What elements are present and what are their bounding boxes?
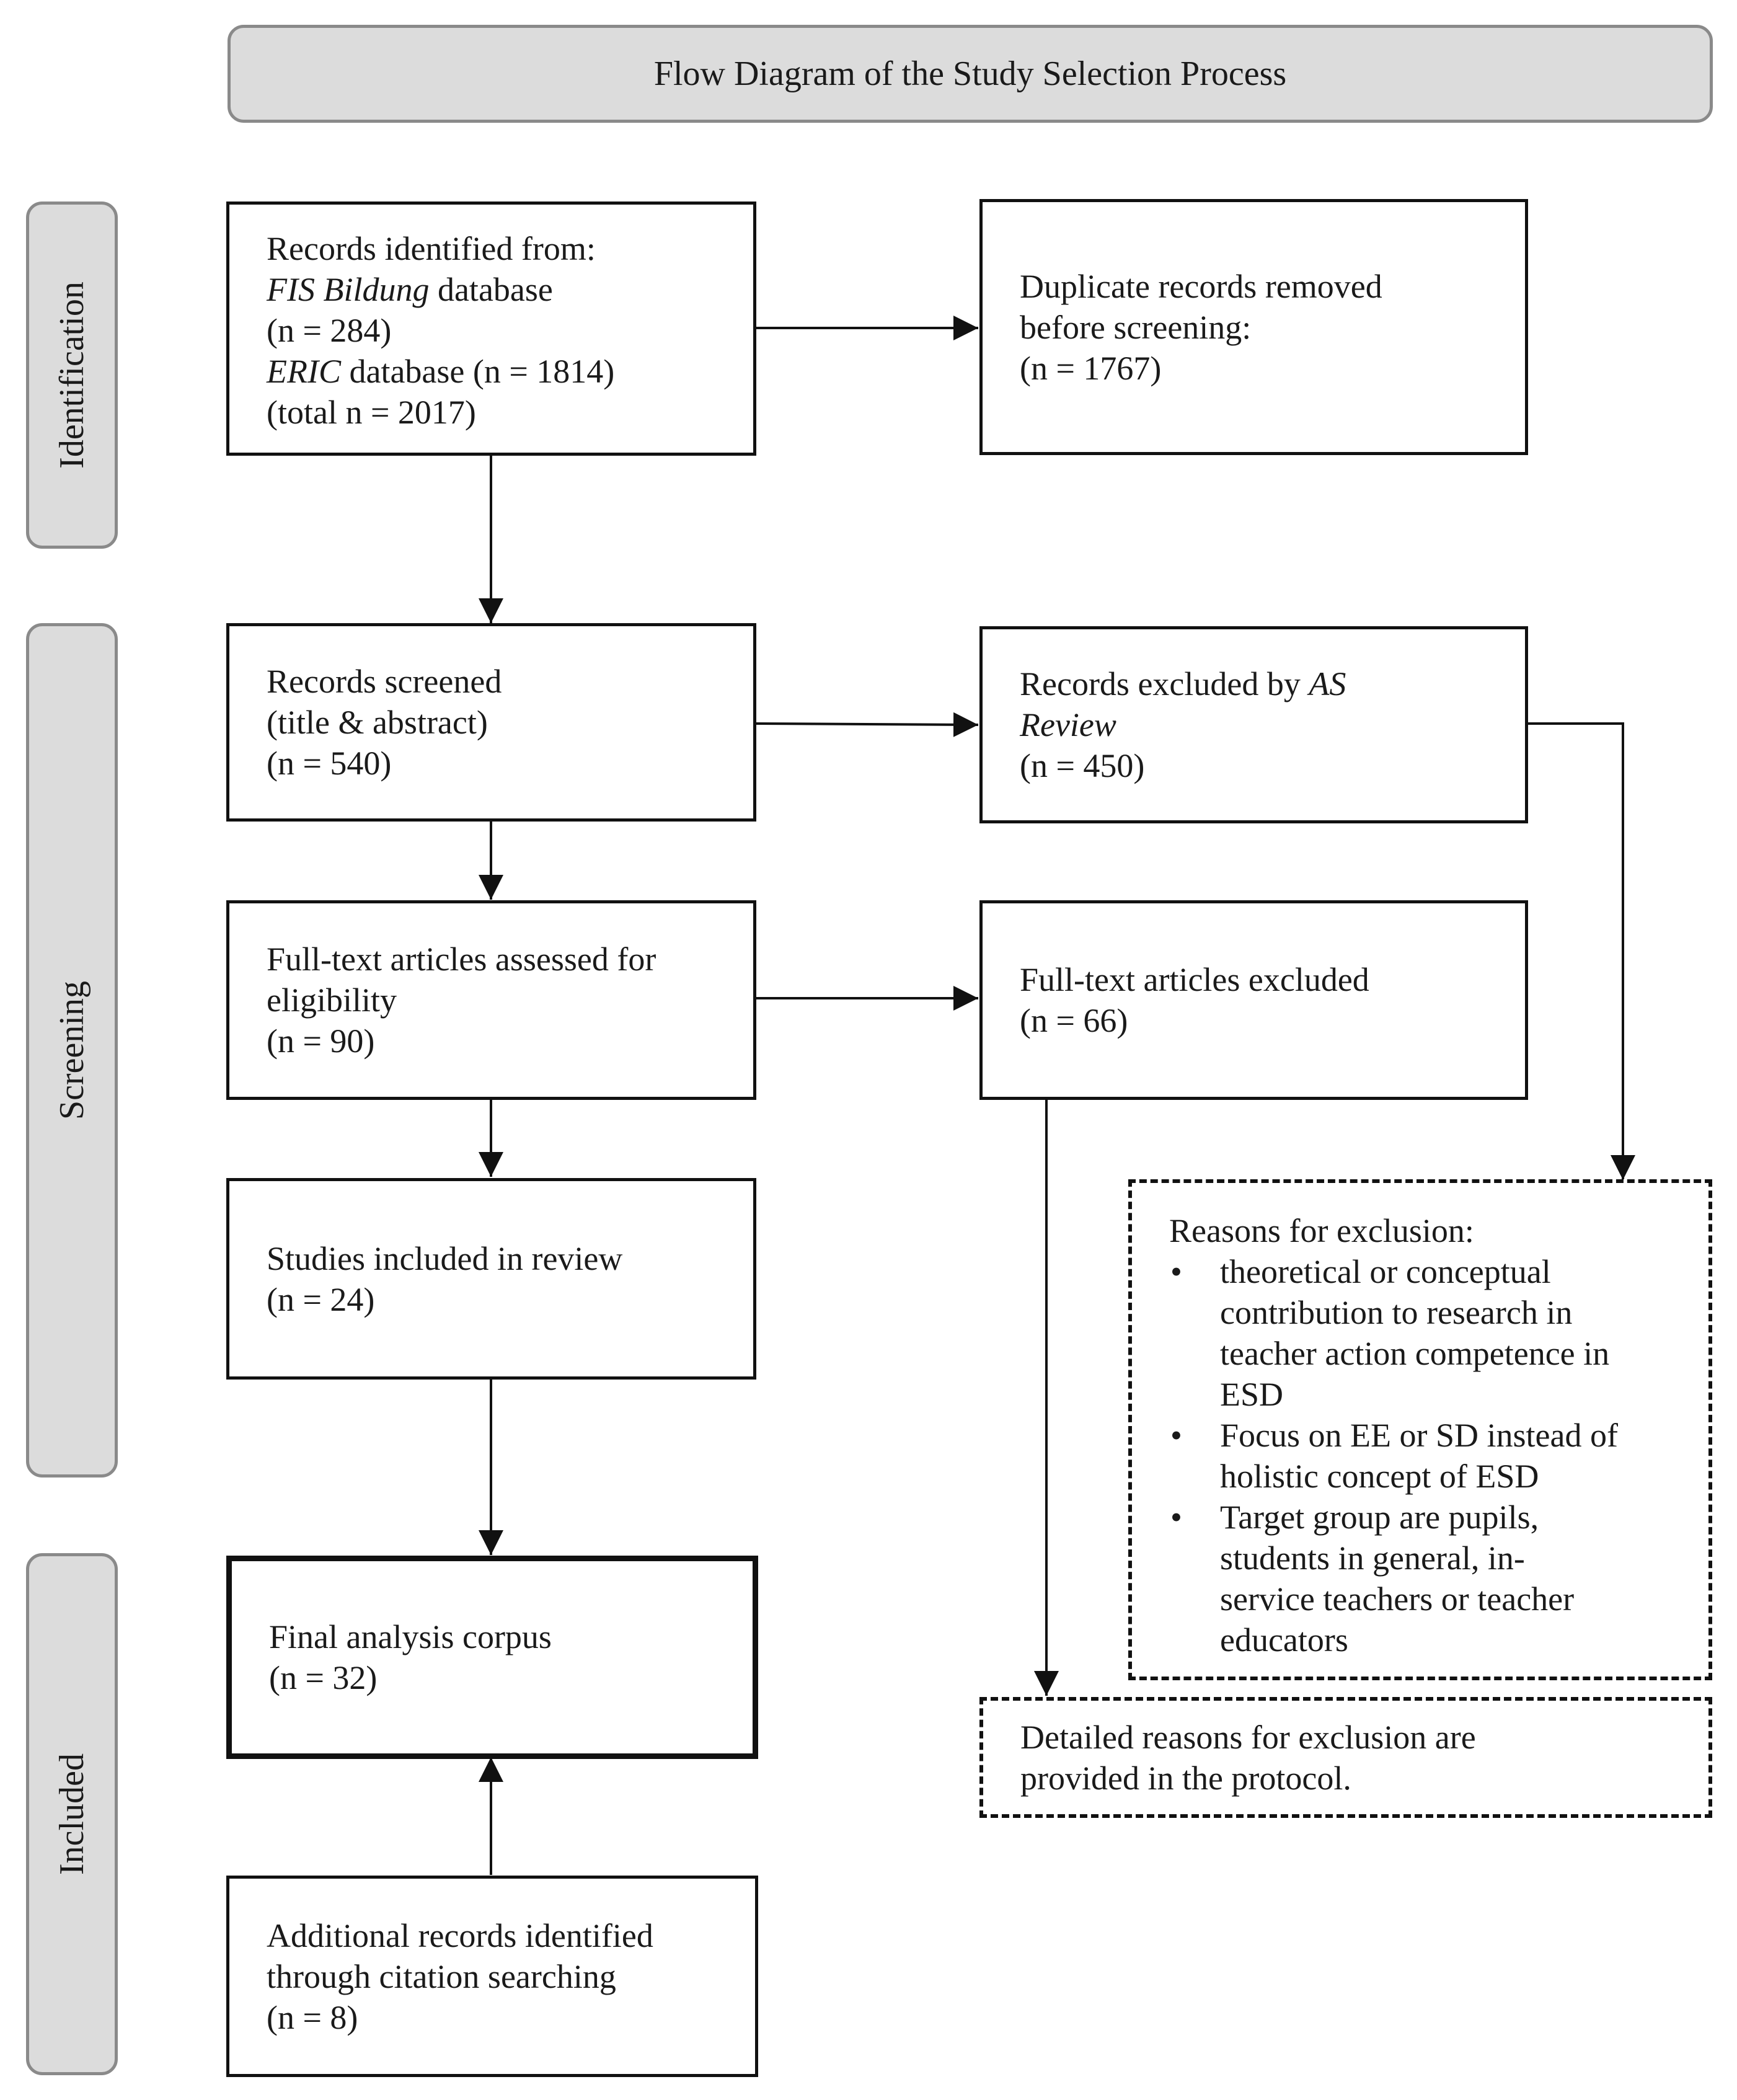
exclusion-reasons-list: theoretical or conceptual contribution t… bbox=[1169, 1251, 1684, 1660]
exclusion-reason-item: Focus on EE or SD instead of holistic co… bbox=[1169, 1415, 1684, 1497]
final-corpus-box: Final analysis corpus (n = 32) bbox=[226, 1556, 758, 1759]
phase-screening: Screening bbox=[26, 623, 118, 1478]
records-excluded-count: (n = 450) bbox=[1020, 747, 1145, 784]
studies-included-count: (n = 24) bbox=[267, 1280, 375, 1318]
exclusion-reason-1-line1: theoretical or conceptual bbox=[1220, 1253, 1551, 1290]
exclusion-reason-3-line4: educators bbox=[1220, 1621, 1348, 1659]
as-review-name-part1: AS bbox=[1309, 665, 1346, 702]
studies-included-box: Studies included in review (n = 24) bbox=[226, 1178, 756, 1380]
eric-database-line: ERIC database (n = 1814) bbox=[267, 351, 716, 392]
final-corpus-count: (n = 32) bbox=[269, 1659, 378, 1696]
records-screened-box: Records screened (title & abstract) (n =… bbox=[226, 623, 756, 822]
fulltext-excluded-count: (n = 66) bbox=[1020, 1002, 1128, 1039]
fis-database-name: FIS Bildung bbox=[267, 271, 430, 308]
fis-database-count: (n = 284) bbox=[267, 312, 392, 349]
eric-database-suffix: database (n = 1814) bbox=[340, 353, 615, 390]
additional-records-line2: through citation searching bbox=[267, 1957, 616, 1995]
records-excluded-line2: Review bbox=[1020, 704, 1488, 745]
exclusion-reason-2-line2: holistic concept of ESD bbox=[1220, 1458, 1539, 1495]
duplicates-removed-box: Duplicate records removed before screeni… bbox=[979, 199, 1528, 455]
fulltext-assessed-line1: Full-text articles assessed for bbox=[267, 941, 656, 978]
additional-records-box: Additional records identified through ci… bbox=[226, 1876, 758, 2077]
exclusion-reasons-box: Reasons for exclusion: theoretical or co… bbox=[1128, 1179, 1712, 1680]
additional-records-line1: Additional records identified bbox=[267, 1916, 653, 1954]
final-corpus-line1: Final analysis corpus bbox=[269, 1618, 552, 1655]
exclusion-reasons-heading: Reasons for exclusion: bbox=[1169, 1212, 1474, 1249]
duplicates-removed-count: (n = 1767) bbox=[1020, 349, 1162, 387]
arrow-screened-to-excluded bbox=[754, 712, 979, 737]
protocol-note-line2: provided in the protocol. bbox=[1020, 1759, 1351, 1797]
duplicates-removed-line2: before screening: bbox=[1020, 308, 1252, 346]
fulltext-assessed-box: Full-text articles assessed for eligibil… bbox=[226, 900, 756, 1100]
records-excluded-box: Records excluded by AS Review (n = 450) bbox=[979, 626, 1528, 823]
exclusion-reason-item: theoretical or conceptual contribution t… bbox=[1169, 1251, 1684, 1415]
fulltext-excluded-box: Full-text articles excluded (n = 66) bbox=[979, 900, 1528, 1100]
exclusion-reason-1-line2: contribution to research in bbox=[1220, 1294, 1573, 1331]
exclusion-reason-item: Target group are pupils, students in gen… bbox=[1169, 1497, 1684, 1660]
eric-database-name: ERIC bbox=[267, 353, 341, 390]
protocol-note-line1: Detailed reasons for exclusion are bbox=[1020, 1718, 1476, 1756]
as-review-name-part2: Review bbox=[1020, 706, 1116, 743]
exclusion-reason-2-line1: Focus on EE or SD instead of bbox=[1220, 1417, 1618, 1454]
records-identified-box: Records identified from: FIS Bildung dat… bbox=[226, 202, 756, 456]
fulltext-excluded-line1: Full-text articles excluded bbox=[1020, 961, 1369, 998]
diagram-title: Flow Diagram of the Study Selection Proc… bbox=[228, 25, 1713, 123]
phase-identification: Identification bbox=[26, 202, 118, 549]
exclusion-reason-1-line4: ESD bbox=[1220, 1376, 1284, 1413]
records-screened-line2: (title & abstract) bbox=[267, 704, 488, 741]
fis-database-suffix: database bbox=[429, 271, 553, 308]
protocol-note-box: Detailed reasons for exclusion are provi… bbox=[979, 1697, 1712, 1818]
studies-included-line1: Studies included in review bbox=[267, 1239, 623, 1277]
records-screened-count: (n = 540) bbox=[267, 745, 392, 782]
exclusion-reason-3-line2: students in general, in- bbox=[1220, 1540, 1525, 1577]
duplicates-removed-line1: Duplicate records removed bbox=[1020, 267, 1382, 305]
exclusion-reason-3-line1: Target group are pupils, bbox=[1220, 1499, 1539, 1536]
additional-records-count: (n = 8) bbox=[267, 1998, 358, 2036]
arrow-excluded-to-reasons bbox=[1526, 722, 1635, 1180]
phase-included: Included bbox=[26, 1553, 118, 2075]
exclusion-reason-1-line3: teacher action competence in bbox=[1220, 1335, 1610, 1372]
fis-database-line: FIS Bildung database bbox=[267, 269, 716, 310]
records-screened-line1: Records screened bbox=[267, 663, 502, 700]
fulltext-assessed-count: (n = 90) bbox=[267, 1022, 375, 1060]
records-excluded-prefix: Records excluded by bbox=[1020, 665, 1309, 702]
records-identified-total: (total n = 2017) bbox=[267, 394, 476, 431]
records-identified-heading: Records identified from: bbox=[267, 230, 596, 267]
exclusion-reason-3-line3: service teachers or teacher bbox=[1220, 1580, 1575, 1618]
fulltext-assessed-line2: eligibility bbox=[267, 981, 397, 1019]
records-excluded-line1: Records excluded by AS bbox=[1020, 663, 1488, 704]
